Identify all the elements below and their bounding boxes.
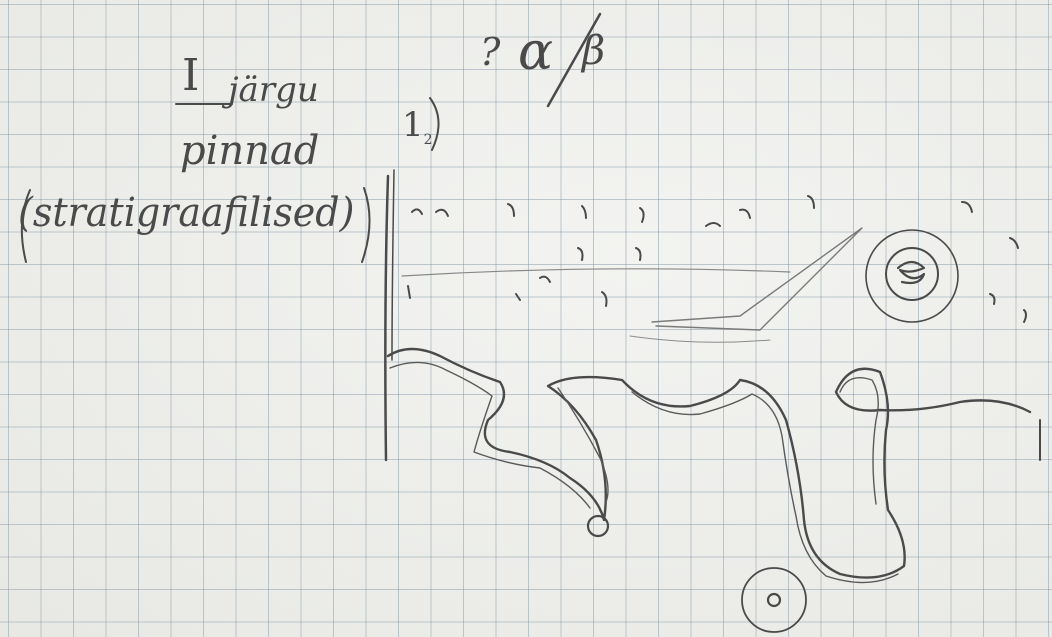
- tick-mark: [962, 202, 972, 212]
- tick-mark: [582, 206, 586, 218]
- tick-mark: [706, 223, 720, 226]
- tick-mark: [740, 210, 750, 218]
- tick-mark: [540, 277, 550, 282]
- vertical-divider: [385, 176, 388, 460]
- tick-mark: [516, 294, 520, 300]
- concentric-circle-symbol: [886, 248, 938, 300]
- scribble-circle-symbol: [898, 262, 924, 283]
- tick-mark: [602, 292, 607, 306]
- tick-mark: [640, 208, 644, 222]
- tick-mark: [990, 294, 995, 304]
- stratigraphic-line: [388, 349, 1030, 578]
- tick-mark: [1024, 310, 1026, 322]
- stratigraphic-line-inner: [390, 362, 898, 582]
- tick-mark: [1010, 238, 1018, 248]
- tick-mark: [808, 196, 814, 208]
- line-end-circle: [588, 516, 608, 536]
- panel-bracket: [430, 98, 439, 150]
- heading-right-paren-stroke: [362, 188, 370, 262]
- tick-mark: [508, 204, 514, 216]
- tick-mark: [578, 248, 583, 260]
- concentric-circle-symbol: [768, 594, 780, 606]
- tick-mark: [412, 209, 422, 214]
- ratio-slash: [548, 14, 600, 106]
- faint-horizontal-line: [402, 269, 790, 276]
- heading-left-paren-stroke: [22, 190, 30, 262]
- tick-mark: [636, 248, 641, 260]
- tick-mark: [436, 210, 448, 216]
- pencil-sketch-line: [652, 228, 862, 330]
- pencil-sketch-line: [630, 336, 770, 342]
- vertical-divider-2: [392, 170, 394, 360]
- concentric-circle-symbol: [866, 230, 958, 322]
- tick-mark: [408, 286, 410, 298]
- concentric-circle-symbol: [742, 568, 806, 632]
